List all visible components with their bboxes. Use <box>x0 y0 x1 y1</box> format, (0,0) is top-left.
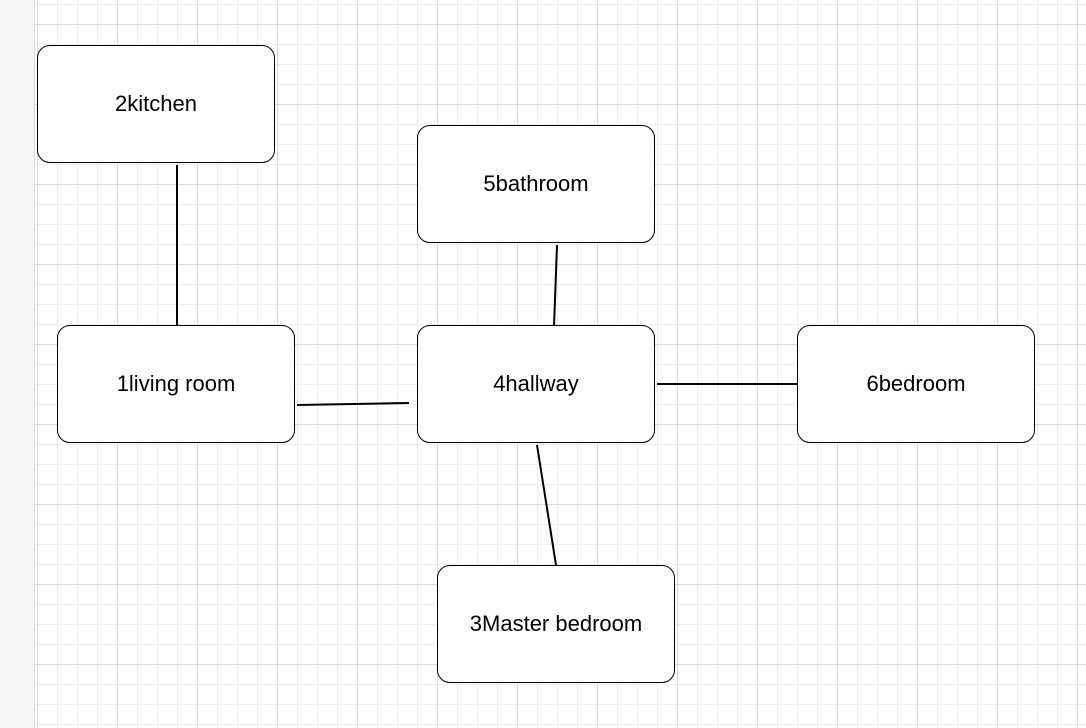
node-master-bedroom[interactable]: 3Master bedroom <box>437 565 675 683</box>
node-label: 5bathroom <box>483 171 589 196</box>
node-living-room[interactable]: 1living room <box>57 325 295 443</box>
node-label: 6bedroom <box>866 371 966 396</box>
node-label: 3Master bedroom <box>469 611 643 636</box>
node-label: 2kitchen <box>115 91 197 116</box>
node-label: 4hallway <box>493 371 579 396</box>
node-kitchen[interactable]: 2kitchen <box>37 45 275 163</box>
node-bedroom[interactable]: 6bedroom <box>797 325 1035 443</box>
node-hallway[interactable]: 4hallway <box>417 325 655 443</box>
node-label: 1living room <box>116 371 236 396</box>
left-sidebar-edge <box>0 0 35 728</box>
node-bathroom[interactable]: 5bathroom <box>417 125 655 243</box>
